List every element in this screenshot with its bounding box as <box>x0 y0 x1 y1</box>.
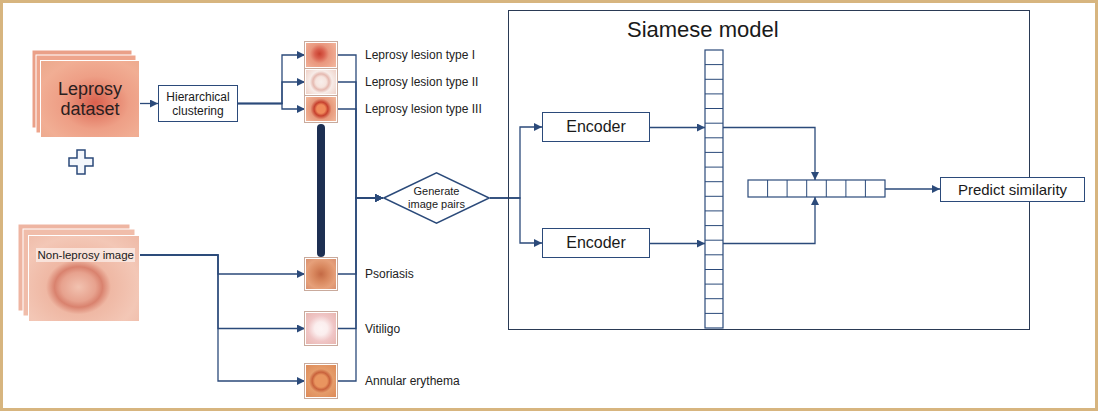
node-label: Leprosy lesion type II <box>365 75 478 89</box>
embedding-vector <box>705 50 723 328</box>
connector <box>337 82 383 198</box>
node-label: Leprosy lesion type I <box>365 48 475 62</box>
node-label: Vitiligo <box>365 322 400 336</box>
merge-line <box>723 128 815 181</box>
distance-vector <box>748 180 885 197</box>
node-label: Generate image pairs <box>405 185 469 211</box>
connector <box>238 104 305 110</box>
node-label: Leprosy lesion type III <box>365 102 482 116</box>
plus-symbol <box>69 150 93 174</box>
decision-diamond: Generate image pairs <box>383 172 490 224</box>
node-label: Siamese model <box>627 17 779 43</box>
dataset-stack: Non-leprosy image <box>28 235 140 322</box>
node-label: Annular erythema <box>365 374 460 388</box>
ellipsis-bar <box>317 124 325 257</box>
encoder-output-line <box>650 243 705 244</box>
process-box: Hierarchical clustering <box>158 85 238 122</box>
lesion-thumbnail: Leprosy lesion type III <box>305 96 337 122</box>
diamond-shape <box>384 173 489 223</box>
connector <box>140 255 305 381</box>
connector <box>490 127 542 198</box>
output-box: Predict similarity <box>940 177 1085 202</box>
lesion-thumbnail: Leprosy lesion type I <box>305 42 337 68</box>
lesion-thumbnail: Vitiligo <box>305 312 337 345</box>
connector <box>140 103 158 104</box>
output-line <box>885 188 940 189</box>
node-label: Encoder <box>566 234 626 252</box>
connector <box>238 55 305 104</box>
node-label: Predict similarity <box>958 181 1067 198</box>
connector <box>140 255 305 274</box>
encoder-box: Encoder <box>542 112 650 142</box>
connector <box>337 198 383 274</box>
connector <box>337 109 383 198</box>
lesion-thumbnail: Leprosy lesion type II <box>305 69 337 95</box>
lesion-thumbnail: Psoriasis <box>305 258 337 290</box>
encoder-box: Encoder <box>542 228 650 258</box>
merge-line <box>723 197 815 244</box>
model-panel: Siamese modelEncoderEncoder <box>508 10 1030 330</box>
connector <box>238 82 305 104</box>
node-label: Leprosy dataset <box>50 79 130 119</box>
connector <box>490 198 542 243</box>
connector <box>337 198 383 381</box>
vector-cell-lines <box>705 65 865 314</box>
dataset-stack: Leprosy dataset <box>40 60 140 138</box>
lesion-thumbnail: Annular erythema <box>305 364 337 398</box>
vector-cells <box>705 65 865 314</box>
node-label: Psoriasis <box>365 267 414 281</box>
encoder-output-line <box>650 127 705 128</box>
node-label: Non-leprosy image <box>36 248 135 262</box>
node-label: Hierarchical clustering <box>162 90 234 118</box>
connector <box>337 198 383 329</box>
node-label: Encoder <box>566 118 626 136</box>
connector <box>140 255 305 329</box>
